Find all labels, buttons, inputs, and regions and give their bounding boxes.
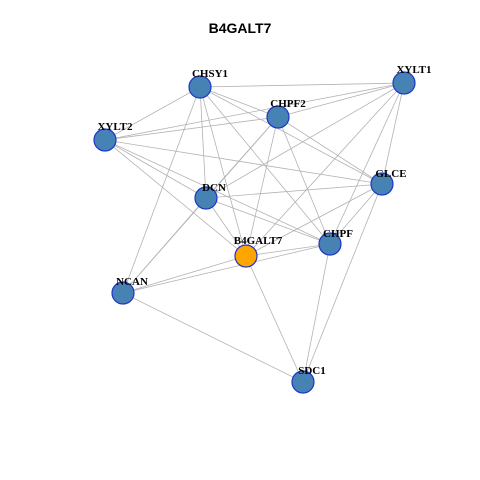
edge-chpf2-xylt2 <box>104 116 279 141</box>
edge-chsy1-ncan <box>122 86 201 294</box>
node-label-ncan: NCAN <box>116 276 148 288</box>
edge-chsy1-xylt1 <box>199 82 405 88</box>
node-label-b4galt7: B4GALT7 <box>234 235 283 247</box>
edge-chpf2-glce <box>277 116 383 185</box>
edge-chpf2-chpf <box>277 116 331 245</box>
node-label-chsy1: CHSY1 <box>192 68 228 80</box>
edge-chsy1-b4galt7 <box>199 86 247 257</box>
edge-b4galt7-sdc1 <box>245 255 304 383</box>
node-label-chpf2: CHPF2 <box>270 98 306 110</box>
edge-dcn-ncan <box>122 197 207 294</box>
edge-dcn-b4galt7 <box>205 197 247 257</box>
edge-xylt2-dcn <box>104 139 207 199</box>
node-label-xylt2: XYLT2 <box>97 121 133 133</box>
graph-title: B4GALT7 <box>208 20 272 36</box>
edge-chsy1-dcn <box>199 86 207 199</box>
node-glce[interactable] <box>370 172 394 196</box>
edge-xylt1-chpf2 <box>277 82 405 118</box>
edge-chpf-sdc1 <box>302 243 331 383</box>
node-label-sdc1: SDC1 <box>298 365 326 377</box>
node-label-dcn: DCN <box>202 182 226 194</box>
edge-xylt2-glce <box>104 139 383 185</box>
edge-xylt1-xylt2 <box>104 82 405 141</box>
edge-chpf2-b4galt7 <box>245 116 279 257</box>
node-layer <box>93 71 416 394</box>
edge-glce-chpf <box>329 183 383 245</box>
node-xylt2[interactable] <box>93 128 117 152</box>
node-sdc1[interactable] <box>291 370 315 394</box>
edge-chpf-b4galt7 <box>245 243 331 257</box>
edge-xylt1-b4galt7 <box>245 82 405 257</box>
node-chsy1[interactable] <box>188 75 212 99</box>
node-ncan[interactable] <box>111 281 135 305</box>
edge-ncan-sdc1 <box>122 292 304 383</box>
edge-glce-sdc1 <box>302 183 383 383</box>
edge-chsy1-glce <box>199 86 383 185</box>
edge-xylt1-dcn <box>205 82 405 199</box>
node-label-glce: GLCE <box>375 168 406 180</box>
edge-chsy1-chpf2 <box>199 86 279 118</box>
edge-glce-b4galt7 <box>245 183 383 257</box>
edge-chsy1-xylt2 <box>104 86 201 141</box>
node-chpf[interactable] <box>318 232 342 256</box>
node-label-chpf: CHPF <box>323 228 353 240</box>
edge-layer <box>104 82 405 383</box>
edge-xylt2-chpf <box>104 139 331 245</box>
node-b4galt7[interactable] <box>234 244 258 268</box>
edge-chpf-ncan <box>122 243 331 294</box>
node-xylt1[interactable] <box>392 71 416 95</box>
edge-b4galt7-ncan <box>122 255 247 294</box>
edge-xylt2-b4galt7 <box>104 139 247 257</box>
node-label-xylt1: XYLT1 <box>396 64 431 76</box>
edge-glce-dcn <box>205 183 383 199</box>
node-chpf2[interactable] <box>266 105 290 129</box>
edge-xylt1-glce <box>381 82 405 185</box>
edge-xylt1-chpf <box>329 82 405 245</box>
edge-dcn-chpf <box>205 197 331 245</box>
node-dcn[interactable] <box>194 186 218 210</box>
